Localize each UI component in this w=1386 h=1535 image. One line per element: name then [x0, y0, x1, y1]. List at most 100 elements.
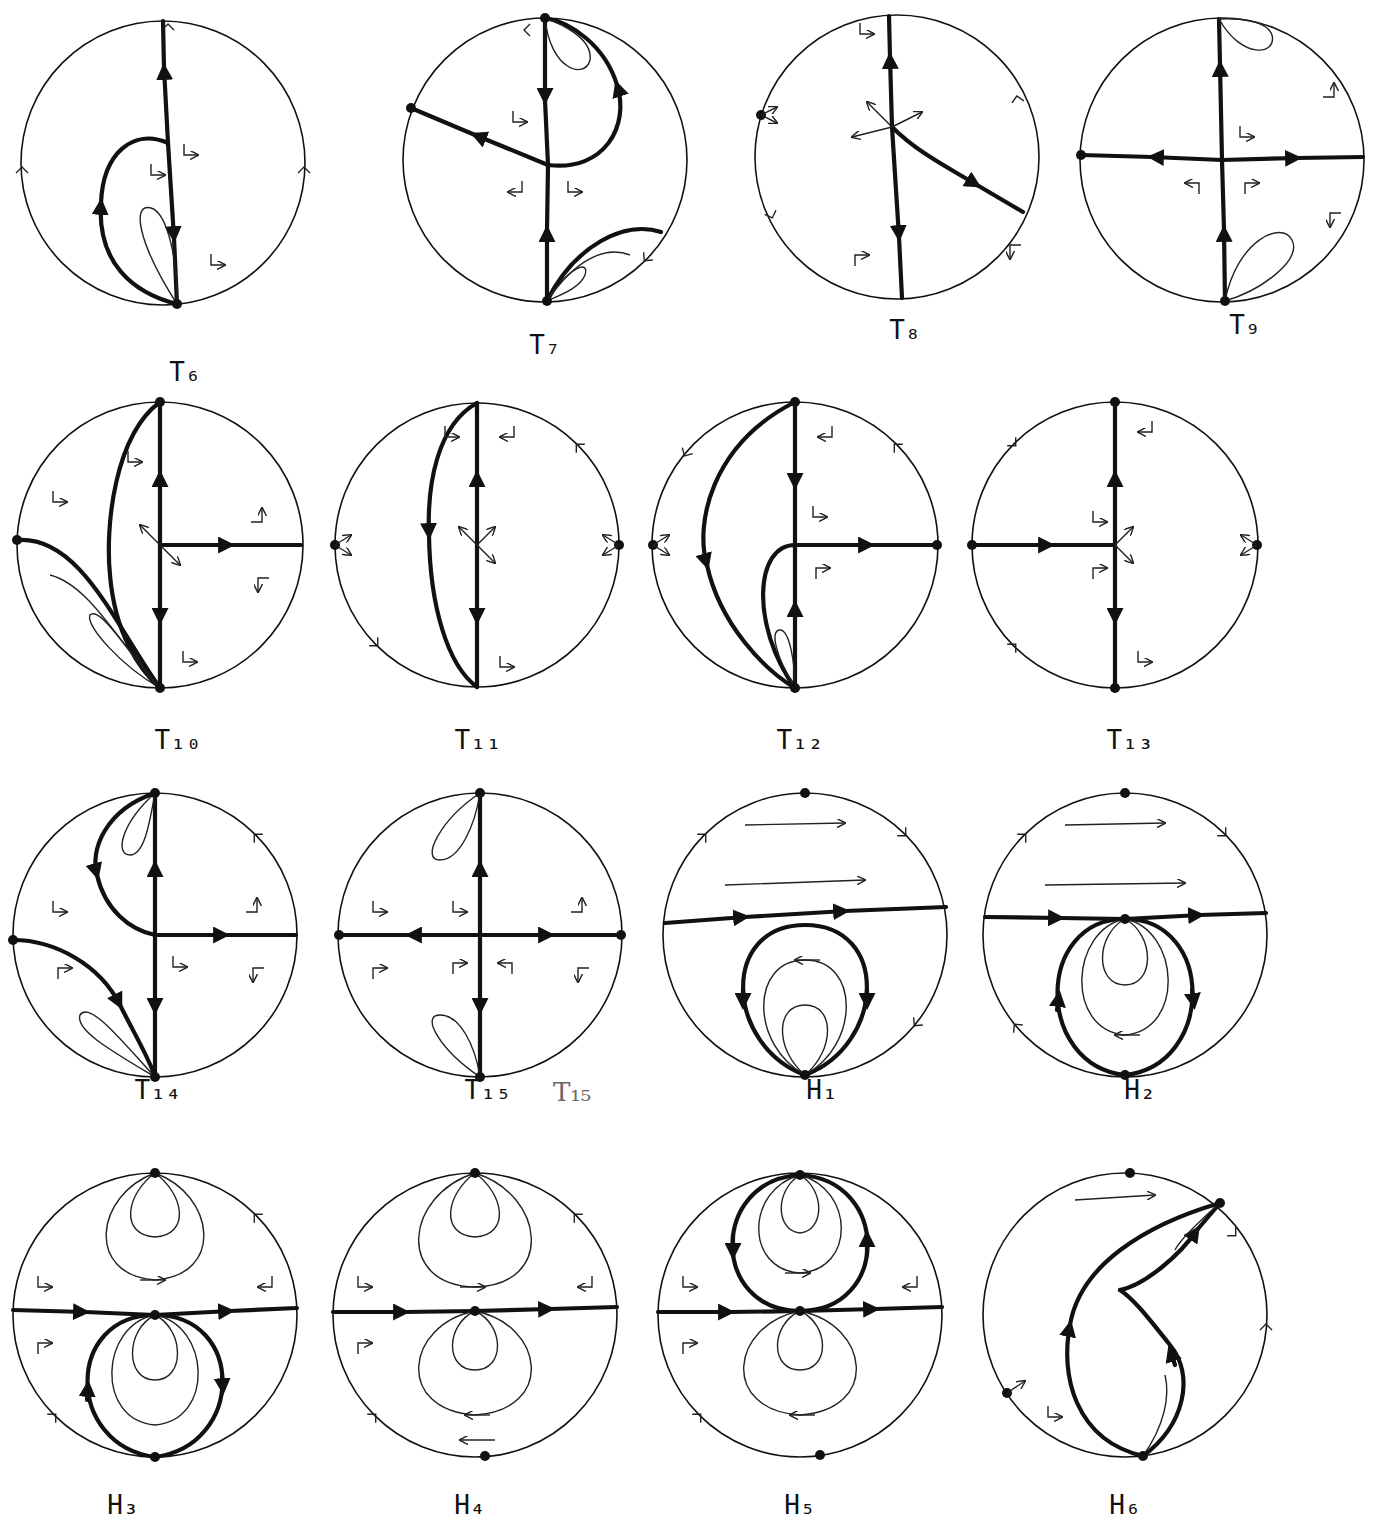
portrait-stroke: [743, 925, 867, 1075]
portrait-stroke: [683, 1276, 697, 1287]
portrait-stroke: [373, 968, 387, 979]
portrait-stroke: [785, 1272, 810, 1273]
portrait-stroke: [88, 1315, 223, 1457]
portrait-stroke: [1113, 620, 1117, 688]
figure-label: H₁: [806, 1076, 837, 1105]
figure-label: H₅: [784, 1491, 815, 1520]
portrait-stroke: [333, 1310, 405, 1314]
portrait-stroke: [160, 543, 230, 547]
portrait-stroke: [795, 1306, 805, 1316]
portrait-stroke: [53, 491, 67, 502]
figure-label: T₈: [889, 316, 920, 345]
portrait-stroke: [453, 901, 467, 912]
portrait-stroke: [470, 1306, 480, 1316]
portrait-stroke: [1227, 1227, 1240, 1240]
portrait-stroke: [358, 1276, 372, 1287]
portrait-stroke: [816, 568, 830, 579]
portrait-stroke: [547, 252, 630, 301]
phase-portrait: [13, 1168, 297, 1462]
portrait-stroke: [432, 1015, 480, 1077]
portrait-stroke: [852, 127, 892, 137]
portrait-stroke: [475, 135, 548, 165]
portrait-stroke: [1082, 919, 1168, 1035]
portrait-stroke: [158, 402, 162, 475]
portrait-stroke: [652, 402, 938, 688]
portrait-stroke: [845, 907, 946, 911]
portrait-stroke: [13, 793, 297, 1077]
figure-label: T₁₅: [465, 1076, 512, 1105]
portrait-stroke: [500, 426, 514, 437]
portrait-stroke: [58, 968, 72, 979]
portrait-stroke: [258, 578, 269, 592]
portrait-stroke: [679, 448, 692, 459]
portrait-stroke: [1058, 919, 1193, 1075]
portrait-stroke: [429, 403, 477, 535]
portrait-stroke: [1113, 545, 1117, 620]
portrait-stroke: [781, 1175, 819, 1233]
portrait-stroke: [658, 1173, 942, 1457]
portrait-stroke: [783, 1005, 828, 1075]
portrait-stroke: [155, 933, 225, 937]
portrait-stroke: [860, 23, 874, 34]
portrait-stroke: [692, 1410, 705, 1423]
figure-label: T₁₃: [1107, 726, 1154, 755]
portrait-stroke: [335, 403, 619, 687]
figure-label: H₃: [107, 1491, 138, 1520]
portrait-stroke: [101, 203, 177, 304]
portrait-stroke: [1011, 95, 1024, 103]
portrait-stroke: [122, 793, 155, 855]
portrait-stroke: [703, 402, 795, 565]
portrait-stroke: [1081, 155, 1152, 157]
phase-portrait: [12, 397, 303, 693]
portrait-stroke: [1017, 830, 1030, 843]
portrait-stroke: [1075, 1195, 1155, 1200]
portrait-stroke: [761, 107, 777, 115]
phase-portrait: [658, 1170, 942, 1460]
portrait-stroke: [972, 402, 1258, 688]
portrait-stroke: [150, 1310, 160, 1320]
portrait-stroke: [338, 793, 622, 1077]
portrait-stroke: [1007, 1381, 1025, 1393]
portrait-stroke: [222, 1375, 223, 1390]
portrait-stroke: [460, 1286, 485, 1287]
portrait-stroke: [16, 167, 28, 173]
portrait-stroke: [251, 508, 262, 522]
portrait-stroke: [1120, 1290, 1184, 1456]
portrait-stroke: [150, 1452, 160, 1462]
portrait-stroke: [164, 68, 168, 143]
portrait-stroke: [795, 1170, 805, 1180]
portrait-stroke: [985, 917, 1060, 918]
portrait-stroke: [932, 540, 942, 550]
figure-label: H₆: [1109, 1491, 1140, 1520]
portrait-stroke: [542, 296, 552, 306]
portrait-stroke: [1143, 1375, 1167, 1456]
portrait-stroke: [568, 181, 582, 192]
portrait-stroke: [790, 397, 800, 407]
portrait-stroke: [158, 620, 162, 688]
portrait-stroke: [106, 1173, 204, 1280]
portrait-stroke: [459, 527, 477, 545]
portrait-stroke: [1241, 545, 1257, 555]
portrait-stroke: [759, 1175, 842, 1273]
portrait-stroke: [897, 827, 910, 840]
phase-portrait: [648, 397, 942, 693]
portrait-stroke: [184, 144, 198, 155]
portrait-stroke: [1115, 545, 1133, 563]
portrait-stroke: [972, 543, 1050, 547]
portrait-stroke: [778, 1311, 823, 1370]
portrait-stroke: [547, 229, 661, 301]
phase-portrait: [983, 1168, 1272, 1461]
portrait-stroke: [411, 108, 475, 135]
portrait-stroke: [173, 956, 187, 967]
portrait-stroke: [128, 451, 142, 462]
portrait-stroke: [470, 1168, 480, 1178]
portrait-stroke: [335, 545, 351, 555]
figure-label: H₄: [454, 1491, 485, 1520]
portrait-stroke: [405, 1311, 475, 1312]
portrait-stroke: [1215, 1198, 1225, 1208]
portrait-stroke: [1048, 1406, 1062, 1417]
portrait-stroke: [410, 933, 480, 937]
portrait-stroke: [865, 990, 869, 1005]
portrait-stroke: [369, 637, 382, 650]
portrait-stroke: [813, 506, 827, 517]
